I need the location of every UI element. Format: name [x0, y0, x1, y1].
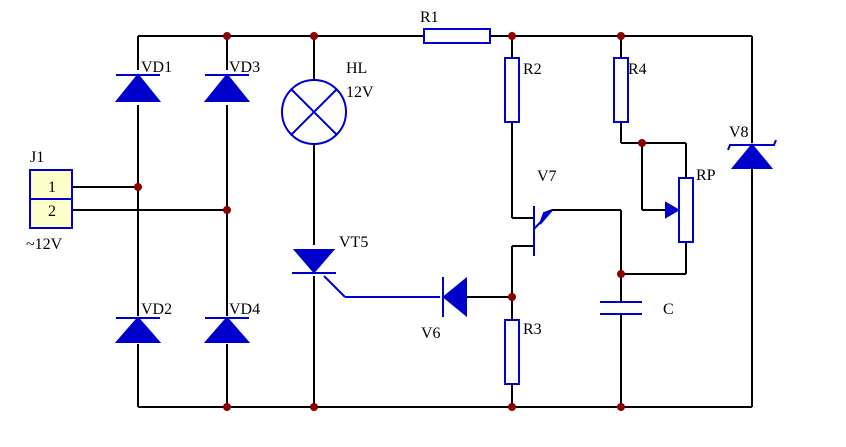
- label-vt5: VT5: [339, 234, 368, 251]
- resistor-r4: [613, 57, 629, 123]
- label-vd2: VD2: [141, 301, 172, 318]
- resistor-r2: [504, 57, 520, 123]
- label-hl-voltage: 12V: [346, 84, 374, 101]
- diode-vd1: [114, 73, 162, 102]
- label-vd4: VD4: [229, 301, 260, 318]
- label-rp: RP: [696, 167, 716, 184]
- label-v8: V8: [729, 124, 749, 141]
- label-r4: R4: [628, 61, 647, 78]
- wires: [72, 35, 753, 408]
- thyristor-vt5: [292, 249, 440, 298]
- junction-dots: [134, 32, 646, 411]
- potentiometer-rp: [665, 177, 694, 243]
- label-j1-pin2: 2: [48, 203, 56, 220]
- label-v6: V6: [421, 325, 441, 342]
- label-j1: J1: [30, 149, 44, 166]
- lamp-hl: [281, 79, 347, 145]
- labels: R1 R2 R3 R4 VD1 VD2 VD3 VD4 HL 12V VT5 V…: [26, 9, 749, 342]
- resistor-r1: [423, 28, 491, 44]
- label-vd3: VD3: [229, 59, 260, 76]
- label-v7: V7: [537, 168, 557, 185]
- label-r3: R3: [523, 321, 542, 338]
- diode-vd4: [203, 316, 251, 343]
- connector-j1: [29, 169, 73, 229]
- label-vd1: VD1: [141, 59, 172, 76]
- label-j1-voltage: ~12V: [26, 236, 63, 253]
- label-c: C: [663, 301, 674, 318]
- capacitor-c: [600, 301, 642, 315]
- label-j1-pin1: 1: [48, 179, 56, 196]
- label-r2: R2: [523, 61, 542, 78]
- resistor-r3: [504, 319, 520, 385]
- diode-v6: [442, 276, 467, 318]
- label-r1: R1: [420, 9, 439, 26]
- zener-v8: [727, 139, 777, 169]
- diode-vd3: [203, 73, 251, 102]
- transistor-v7: [533, 206, 553, 256]
- diode-vd2: [114, 316, 162, 343]
- label-hl: HL: [346, 60, 367, 77]
